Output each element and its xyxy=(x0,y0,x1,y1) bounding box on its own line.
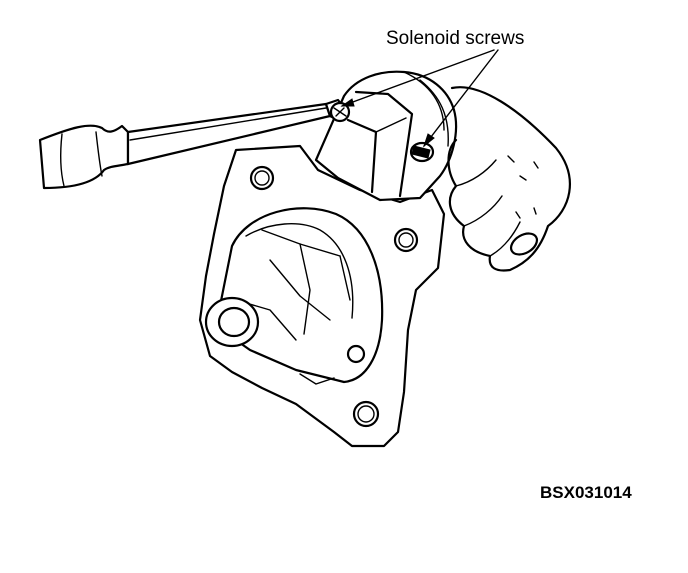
flange-bolt-hole-bottom xyxy=(352,400,380,428)
flange-bolt-hole-right xyxy=(393,227,419,253)
flange-bolt-hole-top xyxy=(249,165,275,191)
solenoid-screw-left xyxy=(329,101,351,123)
solenoid-screw-right xyxy=(409,141,435,163)
figure-code: BSX031014 xyxy=(540,483,632,502)
drive-housing xyxy=(214,207,384,385)
screwdriver xyxy=(38,98,348,190)
callout-leaders xyxy=(340,49,499,148)
callout-label: Solenoid screws xyxy=(386,28,525,49)
screwdriver-handle xyxy=(38,124,130,190)
hand xyxy=(447,86,571,272)
pinion-bushing xyxy=(204,296,260,348)
